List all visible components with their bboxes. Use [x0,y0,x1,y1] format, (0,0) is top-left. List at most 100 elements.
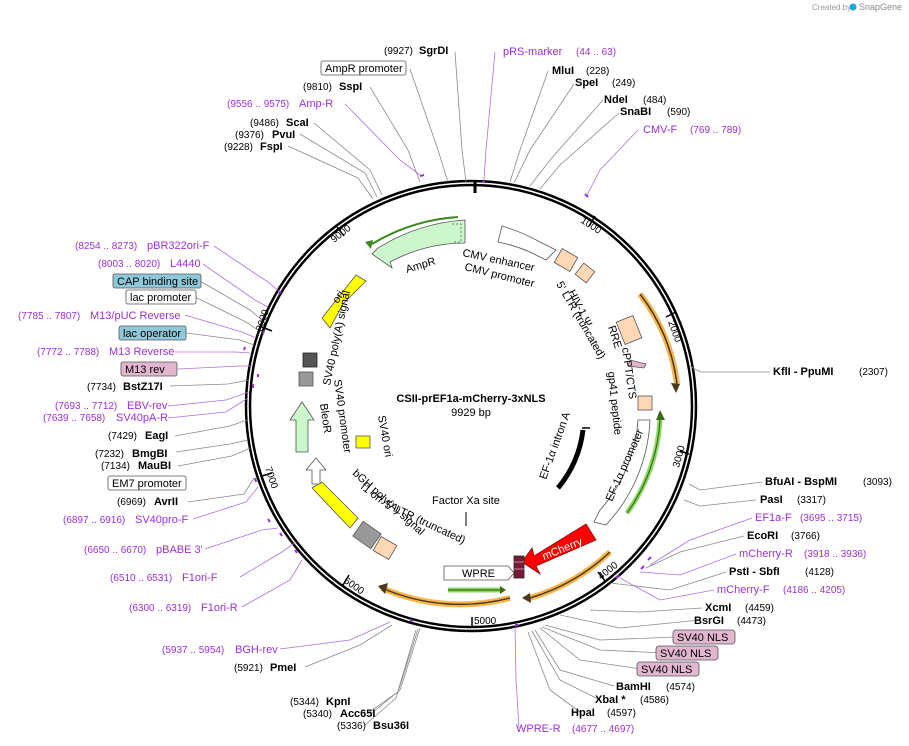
ef1a-intron-feature [556,429,586,490]
primer-name-ef1a-f: EF1a-F [755,512,792,524]
primer-name-bgh-rev: BGH-rev [235,644,278,656]
rre-feature [615,314,643,346]
site-pos-pvui: (9376) [235,130,264,141]
ltr5-label: 5' LTR (truncated) [553,280,607,362]
primer-name-pbabe3: pBABE 3' [156,544,203,556]
primer-pos-pbabe3: (6650 .. 6670) [84,545,146,556]
plasmid-size: 9929 bp [451,407,491,419]
site-name-avrii: AvrII [154,496,178,508]
gp41-label: gp41 peptide [605,371,624,436]
site-name-acc65i: Acc65I [340,708,375,720]
ruler-ticks [261,215,690,628]
site-pos-kfli-ppumi: (2307) [859,367,888,378]
em7-promoter-label: EM7 promoter [112,478,182,490]
primer-pos-ef1a-f: (3695 .. 3715) [800,513,862,524]
backbone-inner [248,183,694,629]
site-pos-sspi: (9810) [303,82,332,93]
primer-pos-cmv-f: (769 .. 789) [690,125,741,136]
f1-ori-feature [352,520,382,550]
site-name-xbai: XbaI * [595,694,626,706]
site-pos-hpai: (4597) [607,708,636,719]
top-labels: (9927) SgrDI pRS-marker (44 .. 63) AmpR … [224,45,741,153]
primer-name-mcherry-r: mCherry-R [739,548,793,560]
site-pos-acc65i: (5340) [303,709,332,720]
site-name-pvui: PvuI [272,129,295,141]
em7-promoter-box [107,475,187,491]
sv40-ori-feature [355,435,371,449]
ef1a-green-line [626,419,661,514]
primer-name-cmv-f: CMV-F [643,124,678,136]
site-name-kfli-ppumi: KflI - PpuMI [773,366,834,378]
site-name-ndei: NdeI [604,94,628,106]
sv40-nls-box-3 [636,661,700,677]
site-name-maubi: MauBI [138,460,171,472]
primer-name-prs-marker: pRS-marker [503,46,563,58]
site-name-kpni: KpnI [326,696,350,708]
ltr5b-feature [372,536,398,560]
site-pos-pmei: (5921) [234,663,263,674]
site-name-mlui: MluI [552,65,574,77]
primer-name-pbr322ori-f: pBR322ori-F [147,240,210,252]
m13-rev-label: M13 rev [125,364,165,376]
lenti-orange-line [639,293,678,385]
site-name-snabi: SnaBI [620,106,651,118]
credit-prefix: Created by [812,3,851,12]
site-pos-bsrgi: (4473) [737,616,766,627]
mcherry-orange-arrow [522,593,531,603]
sv40-polya-box [298,371,314,387]
ori-label: ori [330,289,347,306]
ltr-orange-line [381,587,511,606]
sv40-nls-box-2 [655,645,719,661]
site-pos-fspi: (9228) [224,142,253,153]
ef1a-green-arrow [656,410,665,420]
cap-binding-label: CAP binding site [117,276,198,288]
site-pos-psti-sbfi: (4128) [805,567,834,578]
leader-lines [167,51,770,729]
primer-name-f1ori-f: F1ori-F [182,572,218,584]
bgh-feature [311,481,359,529]
primer-name-m13-reverse: M13 Reverse [109,346,174,358]
tick-label-9000: 9000 [329,223,354,246]
primer-name-l4440: L4440 [170,258,201,270]
primer-pos-mcherry-r: (3918 .. 3936) [804,549,866,560]
primer-pos-pbr322ori-f: (8254 .. 8273) [75,241,137,252]
site-pos-bfuai-bspmi: (3093) [863,477,892,488]
cmv-enhancer-feature [497,225,557,261]
primer-name-m13-puc-reverse: M13/pUC Reverse [90,310,180,322]
gp41-feature [627,359,647,369]
primer-pos-prs-marker: (44 .. 63) [576,47,616,58]
site-pos-ecori: (3766) [791,531,820,542]
site-name-pmei: PmeI [270,662,296,674]
primer-pos-f1ori-r: (6300 .. 6319) [129,603,191,614]
primer-pos-f1ori-f: (6510 .. 6531) [110,573,172,584]
sv40-promoter-label: SV40 promoter [331,379,353,454]
site-name-bsu36i: Bsu36I [373,720,409,732]
site-pos-spei: (249) [612,78,635,89]
site-name-bstz17i: BstZ17I [123,381,163,393]
left-labels: (8254 .. 8273) pBR322ori-F (8003 .. 8020… [18,240,409,732]
primer-pos-mcherry-f: (4186 .. 4205) [783,585,845,596]
factor-xa-label: Factor Xa site [432,495,500,507]
ampr-outline-arrow [365,240,373,249]
sv40-nls-label-3: SV40 NLS [641,664,692,676]
primer-name-sv40pro-f: SV40pro-F [135,514,188,526]
site-name-xcmi: XcmI [705,602,731,614]
cap-binding-box [112,273,202,289]
primer-pos-m13-reverse: (7772 .. 7788) [37,347,99,358]
lac-promoter-box [125,289,197,305]
ltr5-feature [574,262,596,284]
site-name-fspi: FspI [260,141,283,153]
site-pos-pasi: (3317) [797,495,826,506]
primer-marks [243,174,652,626]
site-name-hpai: HpaI [571,707,595,719]
cppt-label: cPPT/CTS [619,347,638,400]
sv40-nls-label-1: SV40 NLS [677,632,728,644]
tick-label-5000: 5000 [474,616,497,627]
site-pos-xcmi: (4459) [745,603,774,614]
site-pos-ndei: (484) [643,95,666,106]
site-pos-snabi: (590) [667,107,690,118]
site-name-spei: SpeI [575,77,598,89]
ampr-promoter-box-label: AmpR promoter [325,63,403,75]
ampr-label: AmpR [404,255,437,275]
cppt-feature [637,395,653,411]
